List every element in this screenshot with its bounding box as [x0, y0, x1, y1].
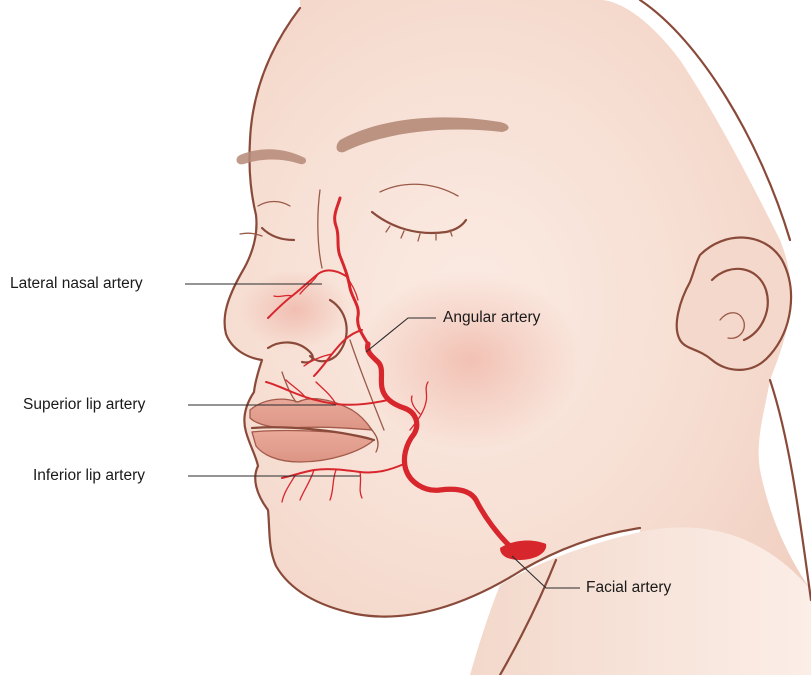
inferior-lip-artery-label: Inferior lip artery [33, 468, 145, 484]
nose-blush [240, 270, 350, 350]
facial-artery-label: Facial artery [586, 580, 671, 596]
angular-artery-label: Angular artery [443, 310, 540, 326]
lateral-nasal-artery-label: Lateral nasal artery [10, 276, 143, 292]
superior-lip-artery-label: Superior lip artery [23, 397, 145, 413]
cheek-blush [360, 270, 580, 450]
